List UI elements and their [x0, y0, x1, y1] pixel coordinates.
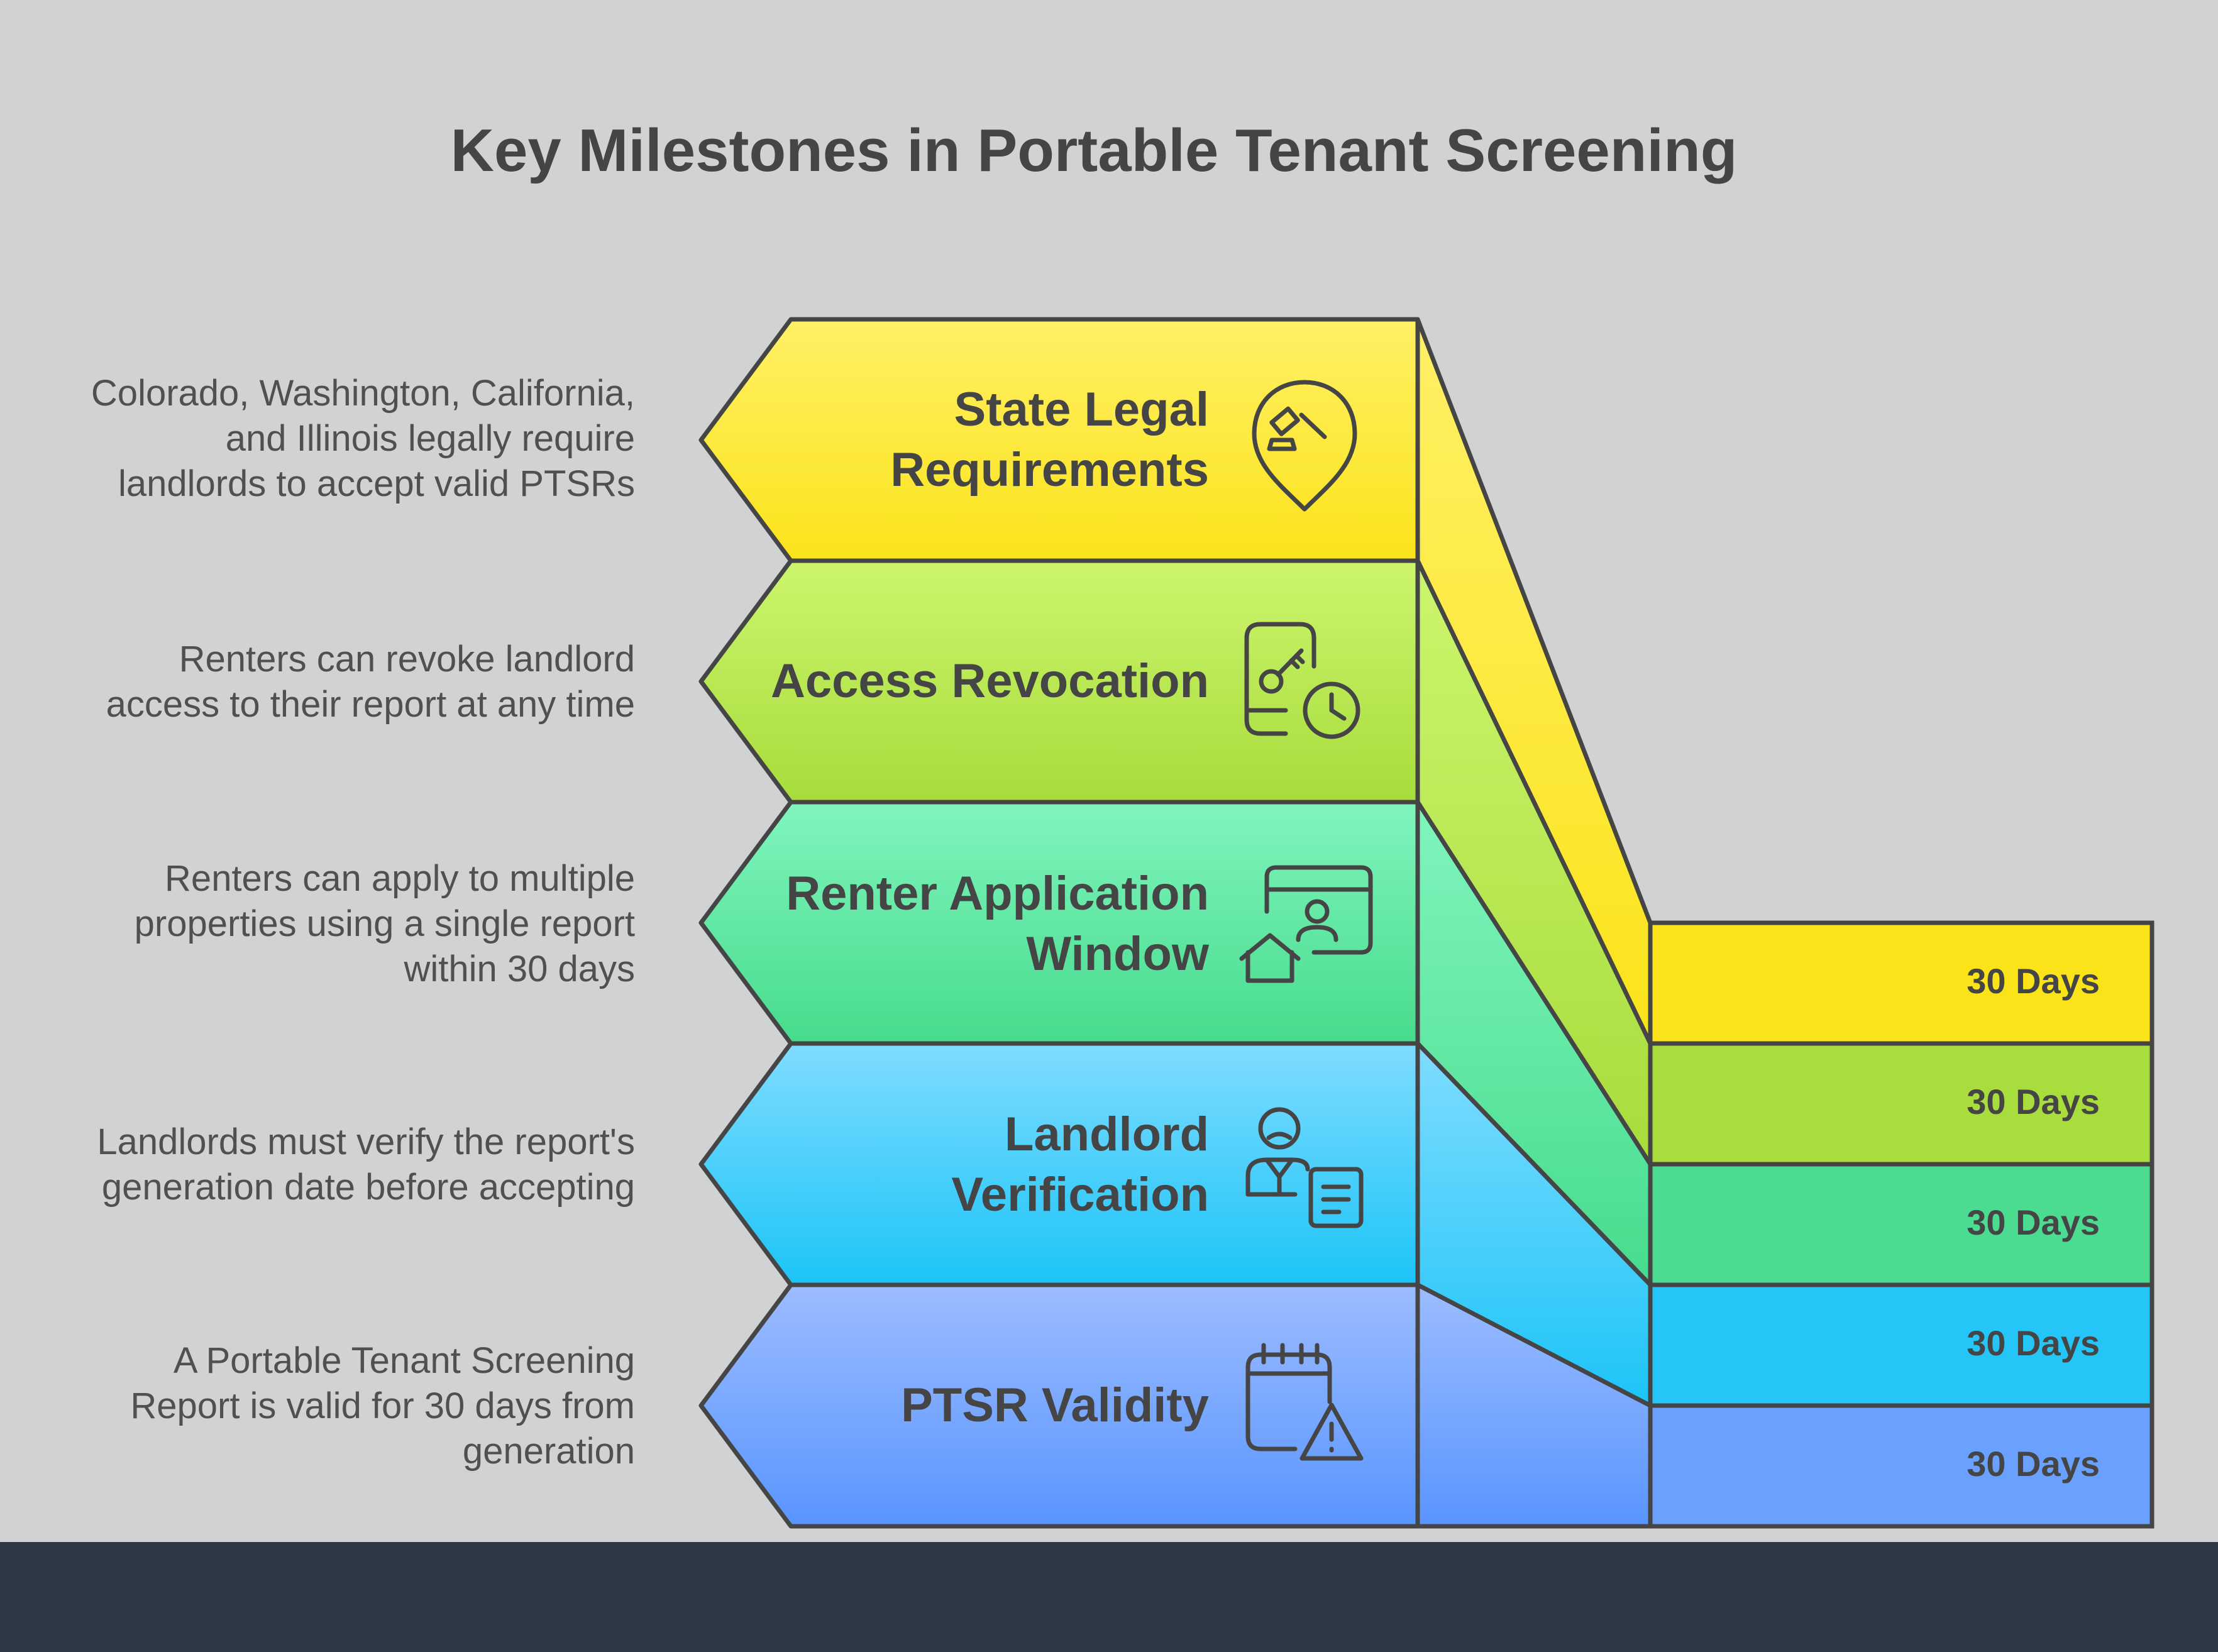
duration-band	[1648, 1403, 2155, 1529]
milestone-description: Renters can apply to multiple properties…	[134, 858, 635, 989]
connector-sides	[1415, 317, 1653, 1529]
phone-key-clock-icon	[1244, 622, 1360, 739]
milestone-label: PTSR Validity	[901, 1379, 1209, 1432]
duration-label: 30 Days	[1967, 1323, 2100, 1363]
milestone-label: State Legal Requirements	[890, 383, 1209, 497]
person-document-icon	[1245, 1107, 1364, 1228]
duration-label: 30 Days	[1967, 1082, 2100, 1121]
duration-label: 30 Days	[1967, 961, 2100, 1001]
duration-band	[1648, 1282, 2155, 1408]
footer-bar	[0, 1542, 2218, 1652]
milestone-label: Renter Application Window	[786, 867, 1209, 981]
page-title: Key Milestones in Portable Tenant Screen…	[450, 117, 1738, 184]
milestone-icons	[1239, 380, 1373, 1461]
milestone-label: Access Revocation	[771, 654, 1209, 708]
house-profile-window-icon	[1239, 865, 1373, 983]
calendar-warning-icon	[1245, 1343, 1364, 1461]
duration-band	[1648, 1162, 2155, 1287]
milestone-description: Colorado, Washington, California, and Il…	[91, 373, 635, 504]
duration-band	[1648, 920, 2155, 1046]
milestone-description: Renters can revoke landlord access to th…	[106, 639, 635, 725]
duration-band	[1648, 1041, 2155, 1167]
duration-label: 30 Days	[1967, 1444, 2100, 1484]
milestone-label: Landlord Verification	[951, 1108, 1209, 1221]
gavel-location-pin-icon	[1252, 380, 1357, 512]
milestone-description: Landlords must verify the report's gener…	[97, 1121, 635, 1208]
duration-label: 30 Days	[1967, 1203, 2100, 1242]
milestone-description: A Portable Tenant Screening Report is va…	[130, 1340, 635, 1472]
milestone-arrow	[698, 1282, 1420, 1529]
milestone-arrows	[698, 317, 1420, 1529]
duration-bands	[1648, 920, 2155, 1529]
